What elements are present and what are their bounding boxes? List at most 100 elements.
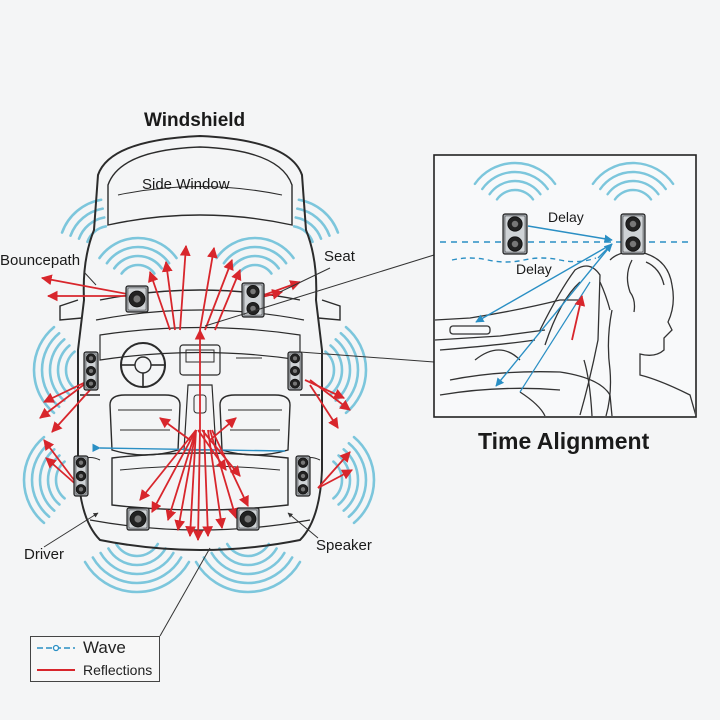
speaker-icon: [241, 282, 265, 318]
wave-arc: [473, 161, 557, 186]
wave-arc: [347, 441, 368, 519]
speaker-icon: [620, 213, 646, 255]
legend-wave-label: Wave: [83, 638, 126, 657]
reflection-arrow: [161, 260, 176, 331]
wave-arc: [294, 216, 323, 241]
wave-arc: [210, 551, 286, 576]
reflection-arrow: [192, 429, 204, 542]
legend-reflection-swatch: [37, 665, 75, 675]
wave-arc: [86, 225, 108, 244]
speaker-icon: [73, 455, 89, 497]
windshield-label: Windshield: [144, 110, 246, 131]
speaker-icon: [295, 455, 311, 497]
leader-lines: [43, 254, 435, 637]
wave-arc: [495, 188, 535, 201]
wave-arc: [344, 325, 368, 415]
speakers: [73, 282, 311, 531]
wave-arc: [218, 547, 278, 567]
wave-arc: [46, 454, 61, 506]
wave-arc: [83, 560, 191, 594]
reflection-arrow: [197, 429, 227, 471]
wave-arc: [481, 170, 549, 191]
reflection-arrow: [202, 429, 214, 538]
wave-arc: [38, 448, 56, 512]
wave-arc: [64, 350, 76, 390]
reflection-arrow: [43, 379, 91, 403]
reflection-arrow: [209, 417, 237, 441]
wave-arc: [98, 236, 178, 260]
bouncepath-label: Bouncepath: [0, 252, 81, 269]
legend-wave-row: Wave: [37, 638, 126, 657]
wave-arc: [112, 254, 164, 270]
wave-arc: [30, 441, 51, 519]
wave-arc: [237, 263, 273, 275]
reflection-arrow: [201, 429, 241, 477]
speaker-icon: [125, 285, 149, 313]
reflection-arrow: [304, 379, 345, 399]
wave-arc: [202, 556, 294, 585]
reflection-arrow: [51, 389, 91, 433]
speaker-icon: [236, 507, 260, 531]
wave-arc: [599, 170, 667, 191]
speaker-icon: [83, 351, 99, 391]
wave-arc: [22, 435, 46, 525]
wave-arc: [107, 547, 167, 567]
reflection-arrow: [317, 451, 351, 489]
legend: Wave Reflections: [30, 636, 160, 682]
reflection-arrow: [39, 379, 91, 419]
reflection-arrow: [204, 258, 234, 331]
speaker-icon: [502, 213, 528, 255]
reflection-arrow: [317, 469, 353, 489]
speaker-icon: [287, 351, 303, 391]
wave-arc: [488, 179, 542, 196]
reflection-arrow: [174, 429, 197, 532]
wave-arc: [222, 245, 288, 265]
wave-arc: [292, 225, 314, 244]
legend-reflections-label: Reflections: [83, 662, 153, 678]
wave-arc: [56, 344, 71, 396]
time-alignment-title: Time Alignment: [478, 428, 650, 454]
inset-delay-bottom: Delay: [516, 261, 552, 277]
speaker-label: Speaker: [316, 537, 372, 554]
side-window-label: Side Window: [142, 176, 230, 193]
wave-arc: [99, 551, 175, 576]
wave-arc: [324, 350, 336, 390]
reflection-arrow: [139, 429, 197, 501]
wave-arc: [229, 254, 281, 270]
speaker-icon: [126, 507, 150, 531]
reflection-arrow: [199, 246, 218, 331]
wave-arc: [295, 207, 331, 237]
legend-wave-swatch: [37, 643, 75, 653]
seat-label: Seat: [324, 248, 355, 265]
wave-arc: [77, 216, 106, 241]
wave-arc: [352, 435, 376, 525]
driver-label: Driver: [24, 546, 64, 563]
wave-arc: [332, 460, 344, 500]
legend-reflections-row: Reflections: [37, 661, 152, 679]
wave-arc: [69, 207, 105, 237]
reflection-arrow: [179, 244, 191, 331]
inset-delay-top: Delay: [548, 209, 584, 225]
wave-arc: [606, 179, 660, 196]
reflection-arrow: [151, 429, 197, 513]
time-alignment-inset: [433, 154, 697, 418]
reflection-arrow: [40, 274, 139, 297]
wave-arc: [194, 560, 302, 594]
wave-arc: [120, 263, 156, 275]
reflection-arrow: [159, 417, 191, 441]
reflection-arrow: [185, 429, 197, 538]
reflection-arrows: [39, 244, 353, 542]
wave-arc: [105, 245, 171, 265]
reflection-arrow: [165, 429, 197, 522]
wave-arc: [591, 161, 675, 186]
wave-arc: [329, 344, 344, 396]
wave-arc: [91, 556, 183, 585]
wave-arc: [215, 236, 295, 260]
reflection-arrow: [214, 269, 242, 331]
wave-arc: [613, 188, 653, 201]
wave-arc: [32, 325, 56, 415]
reflection-arrow: [309, 384, 339, 429]
reflection-arrow: [148, 270, 171, 331]
